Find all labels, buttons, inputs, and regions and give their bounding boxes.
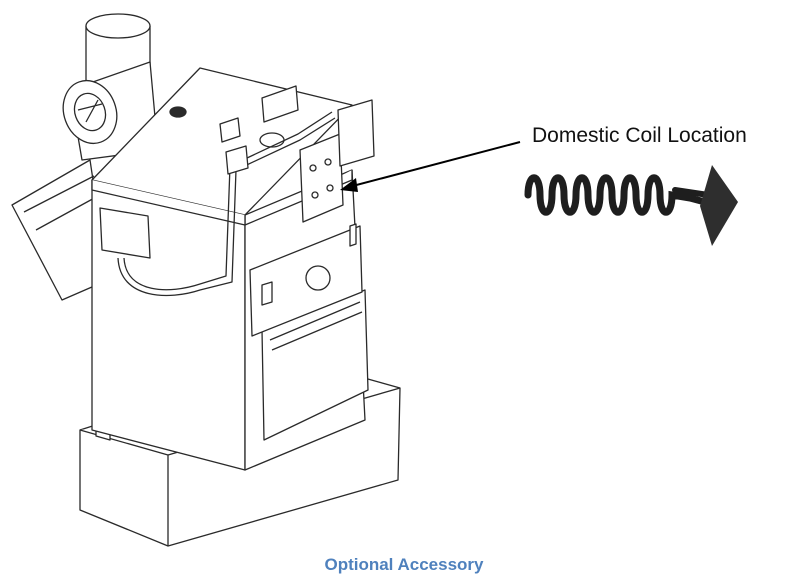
caption: Optional Accessory xyxy=(324,555,484,574)
domestic-coil-plate xyxy=(299,133,344,223)
conduit xyxy=(117,117,336,297)
coil-illustration xyxy=(524,165,738,246)
callout-arrow-line xyxy=(344,141,521,189)
flue-pipe-top xyxy=(85,13,151,39)
control-box xyxy=(337,99,375,167)
callout-arrowhead xyxy=(340,178,358,192)
callout-label: Domestic Coil Location xyxy=(532,124,747,147)
left-control-box xyxy=(99,207,151,259)
coil-flange xyxy=(700,165,738,246)
